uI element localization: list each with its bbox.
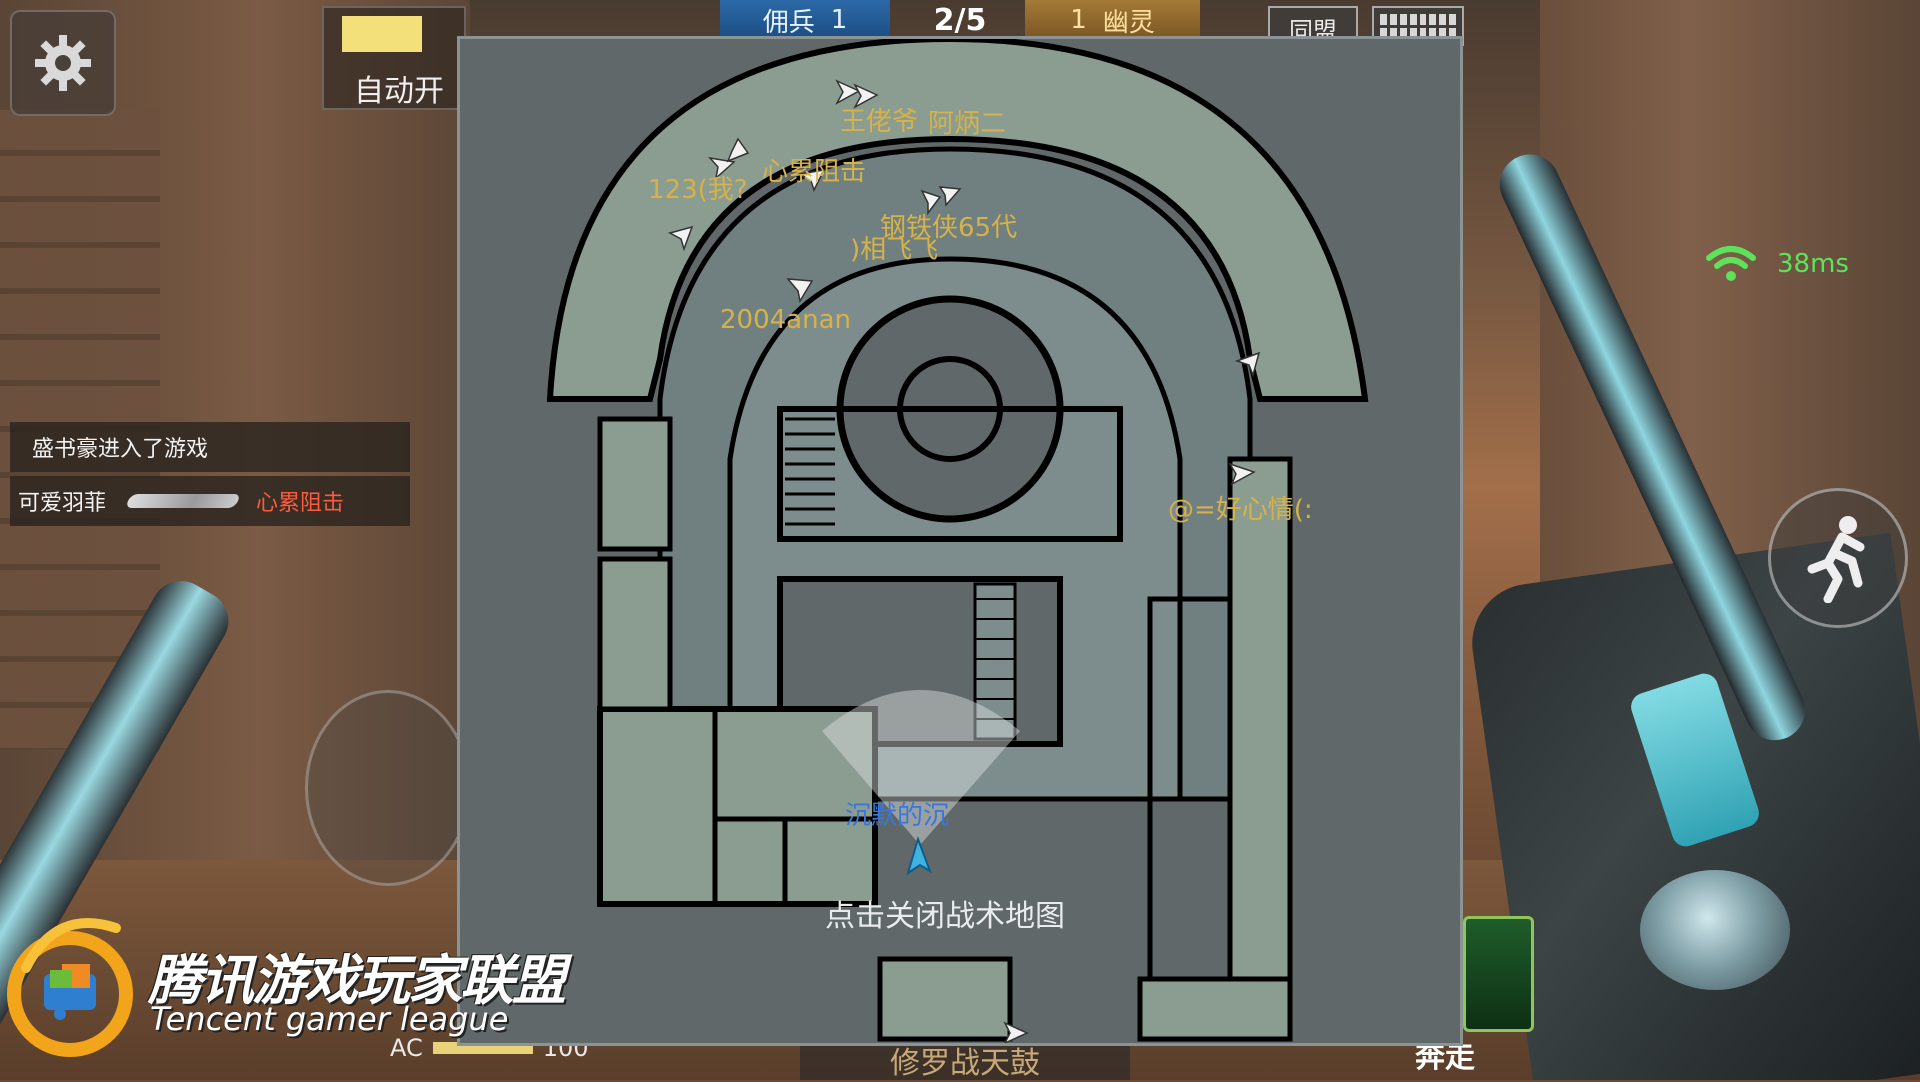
ping-value: 38ms	[1777, 249, 1849, 279]
team-left-points: 1	[830, 5, 848, 35]
player-arrow-icon	[668, 79, 1261, 1043]
gear-icon	[35, 35, 91, 91]
self-arrow-icon	[906, 835, 932, 876]
team-right-score: 1 幽灵	[1025, 0, 1200, 40]
watermark: 腾讯游戏玩家联盟 Tencent gamer league	[0, 898, 580, 1080]
auto-fire-indicator	[342, 16, 422, 52]
weapon-icon	[124, 494, 242, 508]
victim-name: 心累阻击	[256, 491, 345, 516]
player-name-label: 王佬爷	[840, 107, 919, 137]
tactical-map[interactable]: 王佬爷 阿炳二 心累阻击 123(我? 钢铁侠65代 )相飞飞 2004anan…	[457, 36, 1463, 1046]
join-message: 盛书豪进入了游戏	[10, 422, 410, 472]
weapon-dome	[1640, 870, 1790, 990]
auto-fire-label: 自动开	[354, 74, 444, 109]
player-name-label: )相飞飞	[850, 235, 939, 265]
player-name-label: 123(我?	[648, 175, 748, 205]
settings-button[interactable]	[10, 10, 116, 116]
player-name-label: 心累阻击	[762, 157, 867, 187]
round-counter: 2/5	[933, 2, 987, 38]
player-name-label: @=好心情(:	[1168, 495, 1313, 525]
movement-joystick[interactable]	[305, 690, 471, 886]
player-name-label: 钢铁侠65代	[880, 213, 1018, 243]
player-name-label: 2004anan	[720, 305, 851, 335]
join-text: 盛书豪进入了游戏	[32, 437, 209, 462]
network-status: 38ms	[1705, 244, 1849, 284]
player-name-label: 阿炳二	[928, 109, 1007, 139]
team-left-name: 佣兵	[762, 7, 815, 38]
weapon-name-label: 修罗战天鼓	[800, 1040, 1130, 1081]
weapon-short-name: AC	[390, 1034, 423, 1062]
tencent-league-logo	[7, 918, 133, 1057]
watermark-title-en: Tencent gamer league	[150, 1000, 509, 1038]
auto-fire-toggle[interactable]: 自动开	[322, 6, 466, 110]
map-layout	[546, 39, 1369, 1043]
jump-icon	[1807, 516, 1865, 603]
killer-name: 可爱羽菲	[18, 491, 107, 516]
grenade-slot[interactable]	[1463, 916, 1534, 1032]
team-right-points: 1	[1070, 5, 1087, 35]
scoreboard: 佣兵 1 2/5 1 幽灵	[720, 0, 1200, 40]
jump-button[interactable]	[1768, 488, 1908, 628]
self-name-label: 沉默的沉	[845, 801, 950, 831]
close-map-hint[interactable]: 点击关闭战术地图	[825, 899, 1065, 934]
team-left-score: 佣兵 1	[720, 0, 890, 40]
kill-feed-entry: 可爱羽菲 心累阻击	[10, 476, 410, 526]
wifi-icon	[1706, 246, 1756, 281]
team-right-name: 幽灵	[1102, 7, 1155, 38]
watermark-title-cn: 腾讯游戏玩家联盟	[148, 949, 566, 1012]
weapon-name: 修罗战天鼓	[890, 1046, 1040, 1081]
